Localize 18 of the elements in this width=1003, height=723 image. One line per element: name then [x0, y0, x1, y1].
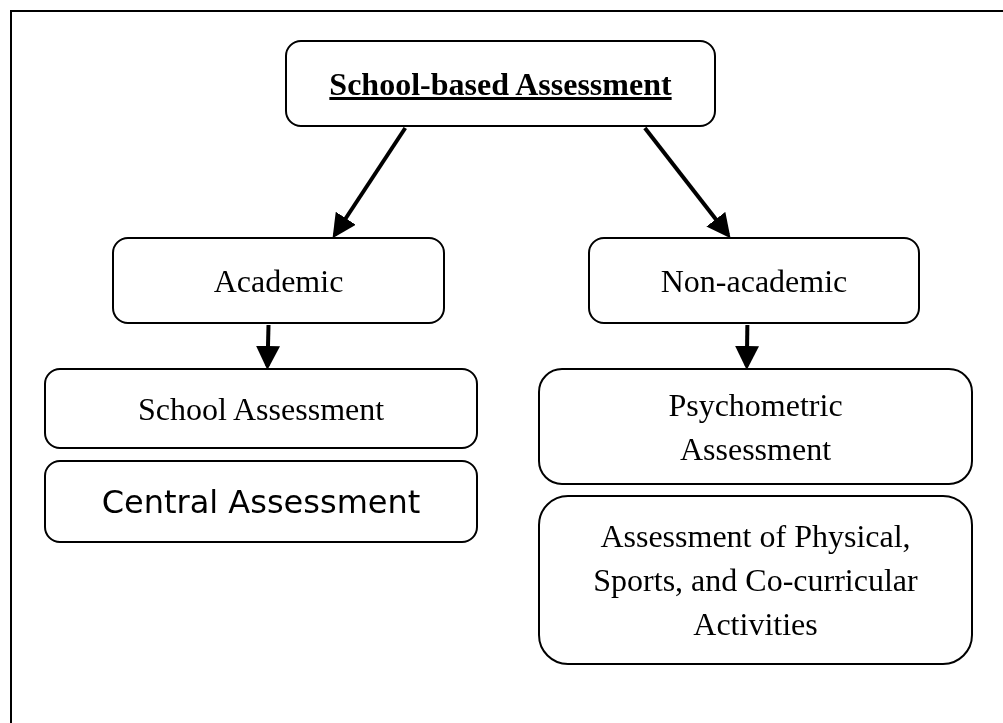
box-label: School-based Assessment: [329, 64, 672, 104]
box-label: Psychometric Assessment: [667, 385, 844, 469]
box-label: Non-academic: [660, 261, 848, 301]
rounded-box: [588, 237, 920, 324]
rounded-box: [44, 368, 478, 449]
box-label: Academic: [213, 261, 344, 301]
box-label: Assessment of Physical, Sports, and Co-curricular Activities: [592, 517, 919, 644]
rounded-box: [112, 237, 445, 324]
box-label: School Assessment: [137, 389, 385, 429]
arrow: [332, 126, 407, 239]
rounded-box: [538, 495, 973, 665]
rounded-box: [44, 460, 478, 543]
rounded-box: [285, 40, 716, 127]
arrow: [256, 324, 280, 370]
box-label: Central Assessment: [101, 481, 421, 523]
arrow: [643, 126, 731, 239]
rounded-box: [538, 368, 973, 485]
arrow: [735, 324, 760, 370]
